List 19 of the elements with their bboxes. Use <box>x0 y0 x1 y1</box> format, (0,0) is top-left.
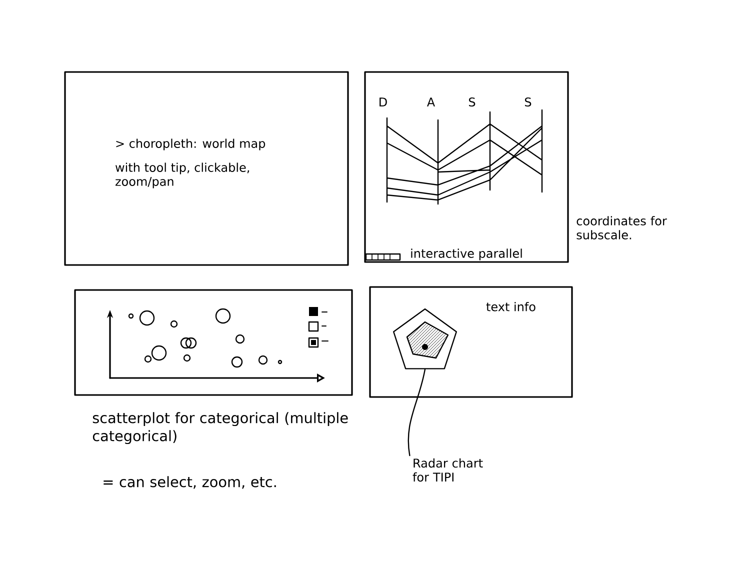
annotation-text: Radar chart for TIPI <box>412 458 483 482</box>
node-text: with tool tip, clickable, zoom/pan <box>116 162 250 188</box>
axis-letter: D <box>380 98 387 106</box>
node-text: text info <box>486 302 536 312</box>
axis-letter: A <box>427 98 435 106</box>
sketch-box <box>369 286 573 398</box>
node-label: = can select, zoom, etc. <box>104 476 276 489</box>
radar-chart-drawing <box>406 321 449 359</box>
leader-line <box>408 368 426 456</box>
sketch-box <box>74 289 353 396</box>
node-text: > choropleth: world map <box>116 138 266 150</box>
sketch-box <box>64 71 349 266</box>
node-label: scatterplot for categorical (multiple categorical) <box>92 412 348 444</box>
sketch-box <box>364 71 569 263</box>
axis-letter: S <box>468 97 476 107</box>
node-text: interactive parallel <box>411 248 522 260</box>
radar-chart-drawing <box>393 308 457 370</box>
node-label: coordinates for subscale. <box>576 216 667 240</box>
axis-letter: S <box>524 97 532 107</box>
